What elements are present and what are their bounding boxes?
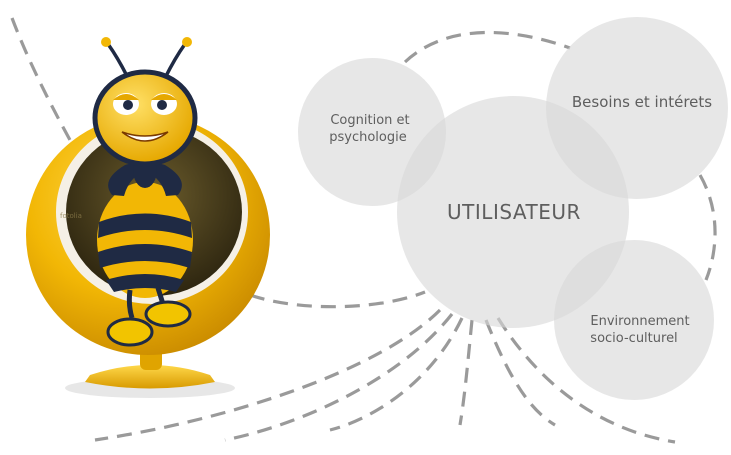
concept-circles <box>298 17 728 400</box>
connector-fan-6 <box>496 317 676 444</box>
connector-arc-right <box>698 174 717 281</box>
bee-antenna-left <box>106 42 130 79</box>
bee-stripe-3 <box>106 274 184 292</box>
node-label-environnement-line2: socio-culturel <box>590 331 677 346</box>
bee-eyelid-left <box>113 94 139 100</box>
node-label-besoins: Besoins et intérets <box>572 93 712 111</box>
bee-stripe-1 <box>98 213 192 238</box>
bee-smile <box>121 131 169 142</box>
connector-fan-2 <box>224 313 454 442</box>
connector-fan-4 <box>458 319 474 426</box>
bee-body <box>97 182 193 298</box>
center-label: UTILISATEUR <box>447 200 581 224</box>
connector-fan-5 <box>484 319 556 427</box>
node-label-cognition-line1: Cognition et <box>330 113 409 128</box>
watermark-logo: fotolia <box>60 212 82 220</box>
node-label-cognition-line2: psychologie <box>329 130 407 145</box>
bee-antenna-tip-right <box>182 37 192 47</box>
bee-pupil-left <box>123 100 133 110</box>
bee-head <box>92 69 198 167</box>
bee-shoe-left <box>106 317 154 347</box>
bee-eyelid-right <box>151 94 177 100</box>
bee-shoe-right <box>144 300 192 328</box>
bee-chair-illustration: fotolia <box>26 37 270 398</box>
node-label-environnement-line1: Environnement <box>590 314 689 329</box>
connector-top-left <box>10 17 72 141</box>
dashed-connectors <box>10 17 717 444</box>
node-circle-utilisateur <box>397 96 629 328</box>
bee-antenna-tip-left <box>101 37 111 47</box>
connector-arc-top <box>403 30 571 64</box>
connector-chair-to-center <box>249 290 426 309</box>
bee-pupil-right <box>157 100 167 110</box>
bee-leg-left <box>126 289 135 319</box>
connector-fan-1 <box>94 308 442 442</box>
chair-base <box>85 365 215 389</box>
connector-fan-3 <box>329 317 464 432</box>
concept-labels: UTILISATEUR Cognition et psychologie Bes… <box>329 93 712 346</box>
bee-stripe-2 <box>98 244 192 268</box>
bee-antenna-right <box>163 42 187 79</box>
